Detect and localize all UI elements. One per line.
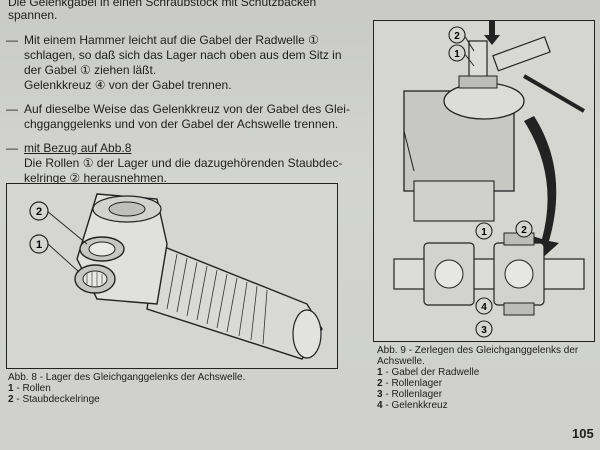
step-1-dash: — [6, 33, 18, 47]
figure-9-drawing: 2 1 1 2 4 3 [393, 21, 586, 338]
fig9-legend-2: 2 - Rollenlager [377, 378, 443, 389]
page-number: 105 [572, 426, 594, 441]
fig8-caption-title: Abb. 8 - Lager des Gleichganggelenks der… [8, 372, 246, 383]
step-1-line-4: Gelenkkreuz ④ von der Gabel trennen. [24, 78, 232, 92]
fig9-callout-bottom-2: 2 [521, 225, 527, 236]
step-3-line-2: Die Rollen ① der Lager und die dazugehör… [24, 156, 343, 170]
text-fragment-top: Die Gelenkgabel in einen Schraubstock mi… [8, 0, 317, 9]
fig8-legend-1: 1 - Rollen [8, 383, 51, 394]
fig8-legend-2: 2 - Staubdeckelringe [8, 394, 100, 405]
step-1-line-1: Mit einem Hammer leicht auf die Gabel de… [24, 33, 319, 47]
fig9-legend-3: 3 - Rollenlager [377, 389, 443, 400]
text-fragment-spannen: spannen. [8, 8, 58, 22]
fig9-callout-top-1: 1 [454, 49, 460, 60]
step-2-dash: — [6, 102, 18, 116]
step-2-line-1: Auf dieselbe Weise das Gelenkkreuz von d… [24, 102, 350, 116]
fig9-caption-line-1: Abb. 9 - Zerlegen des Gleichganggelenks … [377, 345, 579, 356]
fig9-callout-bottom-1: 1 [481, 227, 487, 238]
fig9-legend-1: 1 - Gabel der Radwelle [377, 367, 480, 378]
step-1-line-2: schlagen, so daß sich das Lager nach obe… [24, 48, 342, 62]
fig9-callout-top-2: 2 [454, 31, 460, 42]
fig9-callout-bottom-4: 4 [481, 302, 487, 313]
step-3-dash: — [6, 141, 18, 155]
step-2-line-2: chgganggelenks und von der Gabel der Ach… [24, 117, 339, 131]
figure-8-drawing: 2 1 [29, 193, 323, 360]
fig8-callout-2: 2 [36, 206, 42, 218]
figure-9-frame: 2 1 1 2 4 3 [373, 20, 595, 342]
fig8-callout-1: 1 [36, 239, 42, 251]
fig9-legend-4: 4 - Gelenkkreuz [377, 400, 448, 411]
step-3-line-3: kelringe ② herausnehmen. [24, 171, 167, 185]
fig9-callout-bottom-3: 3 [481, 325, 487, 336]
step-1-line-3: der Gabel ① ziehen läßt. [24, 63, 157, 77]
step-3-reference-link: mit Bezug auf Abb.8 [24, 141, 132, 155]
figure-8-frame: 2 1 [6, 183, 338, 369]
fig9-caption-line-2: Achswelle. [377, 356, 425, 367]
